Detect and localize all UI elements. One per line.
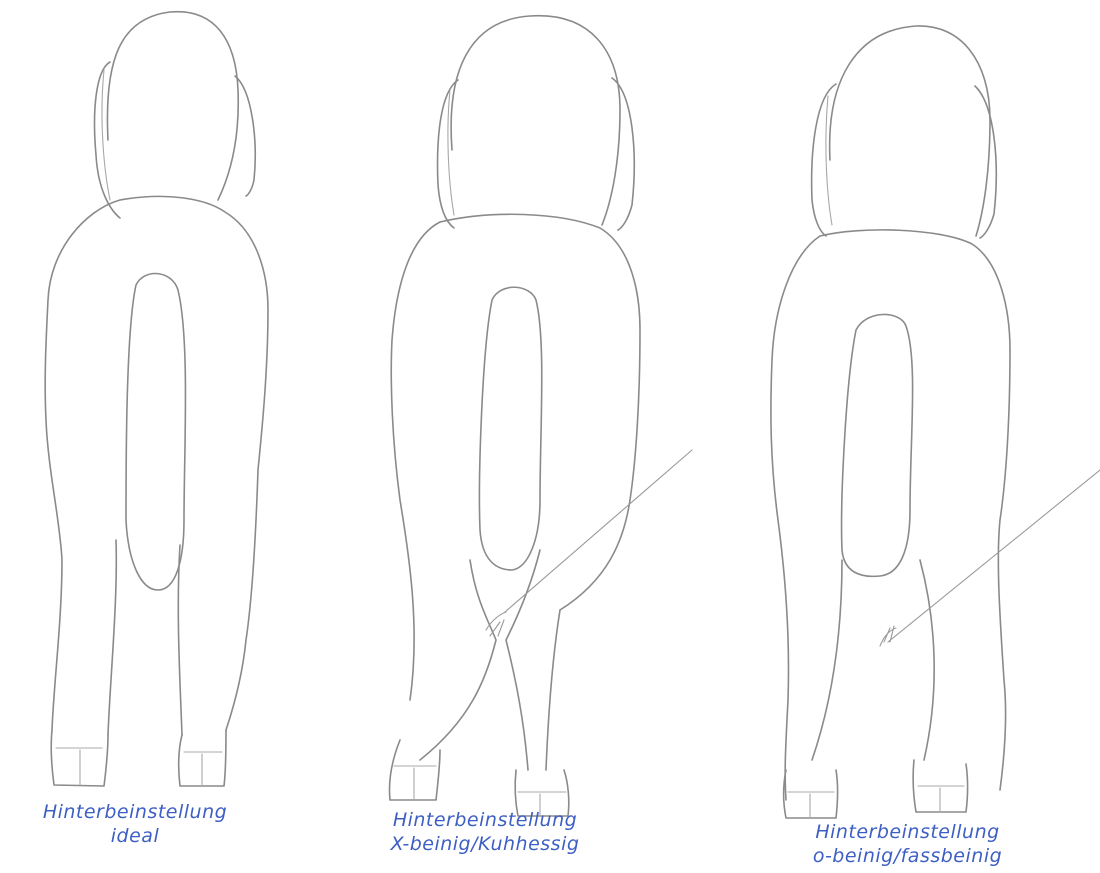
caption-line-title: Hinterbeinstellung bbox=[365, 808, 605, 832]
caption-line-type: ideal bbox=[20, 824, 250, 848]
horse-x-beinig bbox=[389, 16, 692, 816]
caption-line-title: Hinterbeinstellung bbox=[775, 820, 1040, 844]
horse-ideal bbox=[45, 12, 268, 786]
caption-line-type: o-beinig/fassbeinig bbox=[775, 844, 1040, 868]
caption-line-type: X-beinig/Kuhhessig bbox=[365, 832, 605, 856]
caption-o-beinig: Hinterbeinstellung o-beinig/fassbeinig bbox=[775, 820, 1040, 868]
caption-x-beinig: Hinterbeinstellung X-beinig/Kuhhessig bbox=[365, 808, 605, 856]
caption-ideal: Hinterbeinstellung ideal bbox=[20, 800, 250, 848]
horse-o-beinig bbox=[771, 26, 1100, 818]
caption-line-title: Hinterbeinstellung bbox=[20, 800, 250, 824]
